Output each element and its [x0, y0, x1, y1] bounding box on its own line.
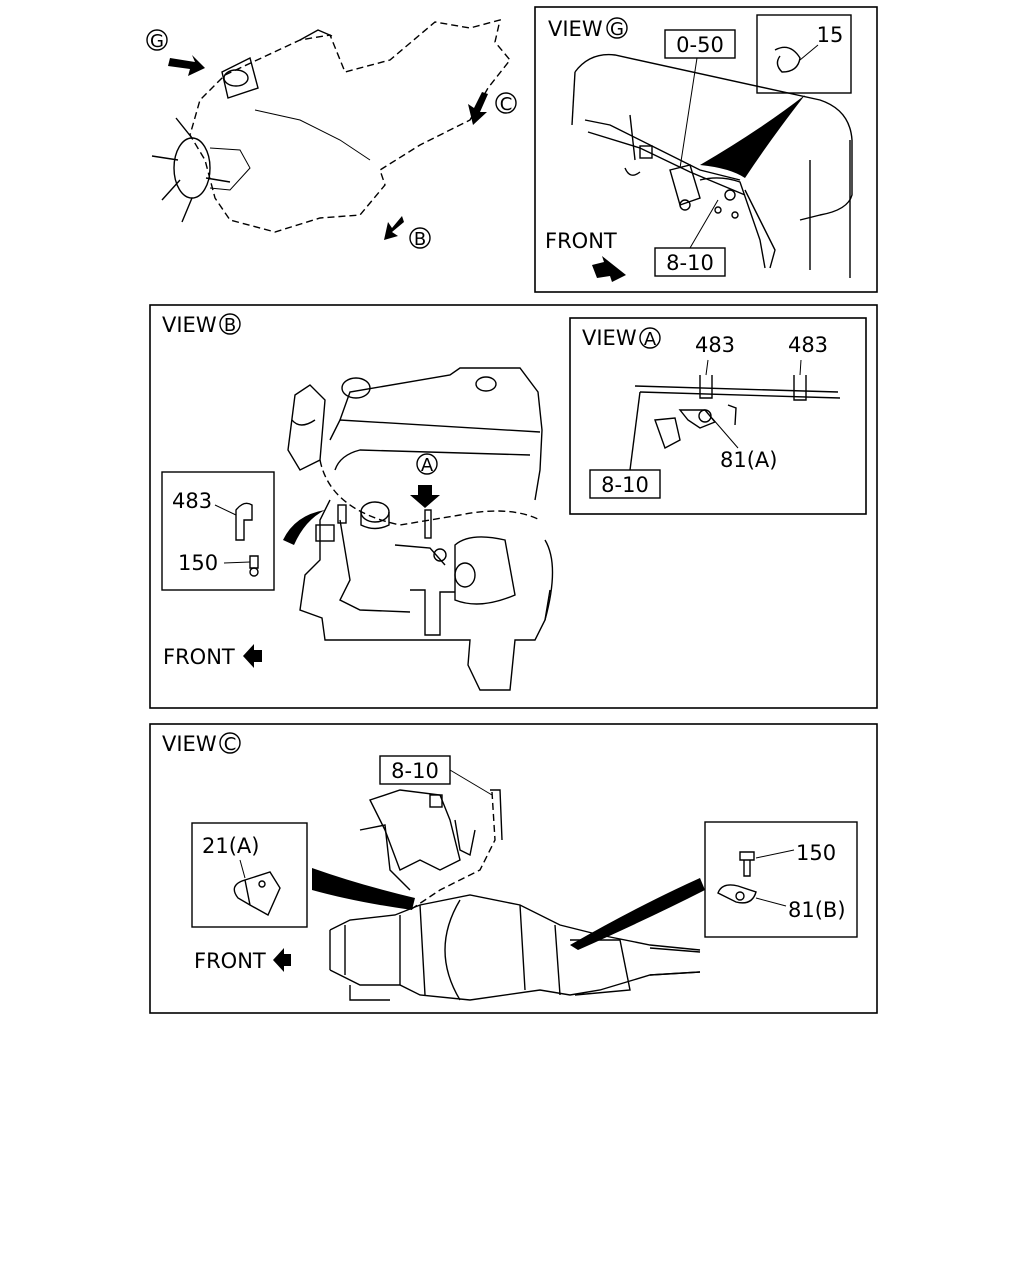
front-label-g: FRONT	[545, 229, 617, 253]
front-indicator-b: FRONT	[163, 644, 262, 669]
view-b-engine-drawing	[283, 367, 554, 691]
view-a-part-483-left: 483	[695, 333, 735, 357]
part-0-50-callout: 0-50	[664, 29, 736, 169]
view-c-part-8-10-label: 8-10	[391, 759, 439, 783]
clamp-81b-icon	[717, 884, 757, 904]
view-a-frame	[569, 317, 867, 515]
callout-a-label: A	[421, 455, 434, 476]
view-g-letter: G	[610, 19, 624, 40]
view-a-part-8-10-callout: 8-10	[589, 469, 661, 499]
view-c-transmission-drawing	[312, 789, 705, 1001]
front-label-c: FRONT	[194, 949, 266, 973]
view-a-part-81a: 81(A)	[720, 448, 777, 472]
front-arrow-icon	[243, 644, 262, 668]
bracket-21a-icon	[244, 871, 281, 916]
arrow-g-label: G	[150, 31, 164, 52]
part-0-50-label: 0-50	[676, 33, 724, 57]
part-15-label: 15	[817, 23, 844, 47]
arrow-g-indicator: G	[146, 29, 205, 76]
overview-engine-outline	[151, 19, 511, 233]
view-b-inset: 483 150	[161, 471, 275, 591]
view-c-part-21a-label: 21(A)	[202, 834, 259, 858]
view-g-frame	[534, 6, 878, 293]
fan-icon	[151, 117, 251, 223]
arrow-c-label: C	[500, 94, 513, 115]
view-b-letter: B	[224, 315, 236, 336]
clip-483-right	[793, 375, 807, 401]
part-8-10-label-g: 8-10	[666, 251, 714, 275]
view-c-frame	[149, 723, 878, 1014]
clip-483-left	[699, 375, 713, 399]
view-c-part-21a-inset: 21(A)	[191, 822, 308, 928]
clip-483-icon	[235, 502, 253, 541]
view-b-title: VIEW B	[162, 313, 241, 337]
view-a-letter: A	[644, 329, 657, 350]
clip-icon	[774, 46, 801, 73]
view-g-title: VIEW G	[548, 17, 628, 41]
arrow-b-label: B	[414, 229, 426, 250]
inset-part-150-label: 150	[178, 551, 218, 575]
view-b-word: VIEW	[162, 313, 217, 337]
view-c-part-8-10-callout: 8-10	[379, 755, 493, 796]
view-c-part-81b-label: 81(B)	[788, 898, 846, 922]
bolt-150-icon	[739, 851, 755, 877]
view-c-parts-inset-right: 150 81(B)	[704, 821, 858, 938]
front-indicator-c: FRONT	[194, 948, 291, 973]
view-c-word: VIEW	[162, 732, 217, 756]
part-15-inset: 15	[756, 14, 852, 94]
view-a-part-8-10-label: 8-10	[601, 473, 649, 497]
view-g-word: VIEW	[548, 17, 603, 41]
part-8-10-callout-g: 8-10	[654, 199, 726, 277]
view-c-letter: C	[224, 734, 237, 755]
view-b-frame	[149, 304, 878, 709]
view-g-engine-drawing	[571, 53, 853, 278]
callout-a-marker: A	[416, 453, 438, 476]
bolt-150-icon	[249, 555, 259, 569]
inset-part-483-label: 483	[172, 489, 212, 513]
view-a-word: VIEW	[582, 326, 637, 350]
front-label-b: FRONT	[163, 645, 235, 669]
front-arrow-icon	[592, 256, 626, 282]
front-arrow-icon	[273, 948, 291, 972]
view-c-part-150-label: 150	[796, 841, 836, 865]
arrow-c-indicator: C	[468, 92, 517, 125]
view-a-drawing	[629, 359, 841, 471]
view-a-title: VIEW A	[582, 326, 661, 350]
front-indicator-g: FRONT	[545, 229, 626, 282]
arrow-b-indicator: B	[384, 216, 431, 250]
view-c-title: VIEW C	[162, 732, 241, 756]
view-a-part-483-right: 483	[788, 333, 828, 357]
